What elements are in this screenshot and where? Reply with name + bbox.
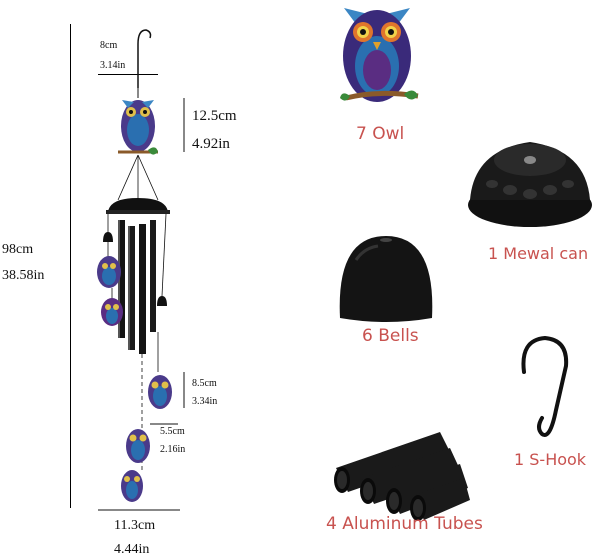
bell-component-icon bbox=[339, 236, 433, 322]
main-owl-icon bbox=[118, 100, 158, 155]
hook-length-cm: 8cm bbox=[100, 40, 118, 51]
hanging-owl-icon bbox=[148, 375, 172, 409]
bottom-width-cm: 11.3cm bbox=[114, 518, 156, 533]
bell-icon bbox=[157, 296, 167, 306]
side-owl-icon bbox=[97, 242, 121, 288]
small-owl-height-cm: 8.5cm bbox=[192, 378, 217, 389]
side-owl-icon bbox=[101, 288, 123, 326]
hanging-owl-icon bbox=[121, 470, 143, 502]
mewal-can-label: 1 Mewal can bbox=[488, 244, 589, 263]
total-length-in: 38.58in bbox=[2, 268, 45, 283]
bottom-width-in: 4.44in bbox=[114, 542, 150, 557]
owl-count-label: 7 Owl bbox=[356, 124, 405, 144]
aluminum-tubes-icon bbox=[334, 432, 470, 521]
total-length-line bbox=[70, 24, 71, 508]
owl-height-in: 4.92in bbox=[192, 136, 230, 152]
top-hook-icon bbox=[137, 29, 152, 88]
hook-measure-line bbox=[98, 74, 158, 75]
tubes-label: 4 Aluminum Tubes bbox=[326, 514, 483, 534]
owl-component-icon bbox=[340, 8, 419, 102]
hanging-owl-icon bbox=[126, 429, 150, 463]
s-hook-label: 1 S-Hook bbox=[514, 450, 587, 469]
total-length-cm: 98cm bbox=[2, 242, 34, 257]
canopy-icon bbox=[108, 198, 168, 212]
s-hook-component-icon bbox=[521, 335, 569, 437]
small-width-in: 2.16in bbox=[160, 444, 186, 455]
bell-icon bbox=[103, 232, 113, 242]
small-width-cm: 5.5cm bbox=[160, 426, 185, 437]
hook-length-in: 3.14in bbox=[100, 60, 126, 71]
bells-label: 6 Bells bbox=[362, 326, 419, 346]
mewal-can-icon bbox=[468, 142, 592, 227]
small-owl-height-in: 3.34in bbox=[192, 396, 218, 407]
owl-height-cm: 12.5cm bbox=[192, 108, 237, 124]
